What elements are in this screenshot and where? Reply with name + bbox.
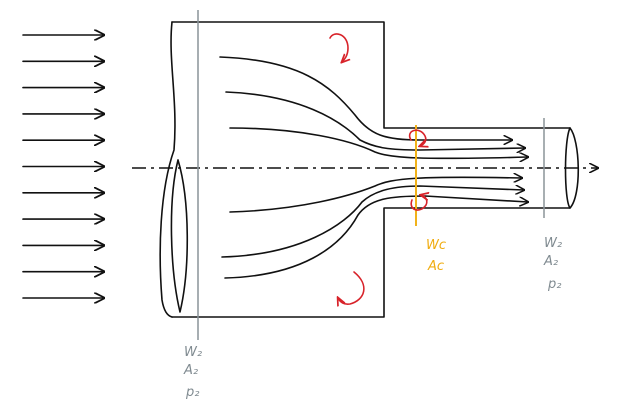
streamline-upper-1 <box>219 56 512 140</box>
streamline-lower-2 <box>221 186 524 258</box>
outlet-pipe-end <box>564 127 580 209</box>
incoming-flow-arrows <box>22 35 104 298</box>
outlet-area-label: A₂ <box>543 254 558 269</box>
outlet-velocity-label: W₂ <box>544 236 562 251</box>
streamline-upper-2 <box>225 91 525 150</box>
contraction-area-label: Ac <box>427 259 444 274</box>
inlet-lens <box>170 159 189 313</box>
lower-corner-eddy <box>338 271 365 304</box>
contraction-velocity-label: Wc <box>426 238 446 253</box>
chamber-inlet-boundary <box>159 21 176 318</box>
streamline-lower-3 <box>224 195 528 279</box>
lower-contraction-eddy <box>410 195 427 211</box>
chamber-outline <box>171 21 571 318</box>
streamline-upper-3 <box>229 127 528 158</box>
inlet-velocity-label: W₂ <box>184 345 202 360</box>
inlet-area-label: A₂ <box>183 363 198 378</box>
outlet-pressure-label: p₂ <box>547 277 561 292</box>
upper-corner-eddy <box>329 33 348 62</box>
inlet-pressure-label: p₂ <box>185 385 199 400</box>
streamline-lower-1 <box>229 177 522 213</box>
upper-contraction-eddy <box>408 129 426 146</box>
